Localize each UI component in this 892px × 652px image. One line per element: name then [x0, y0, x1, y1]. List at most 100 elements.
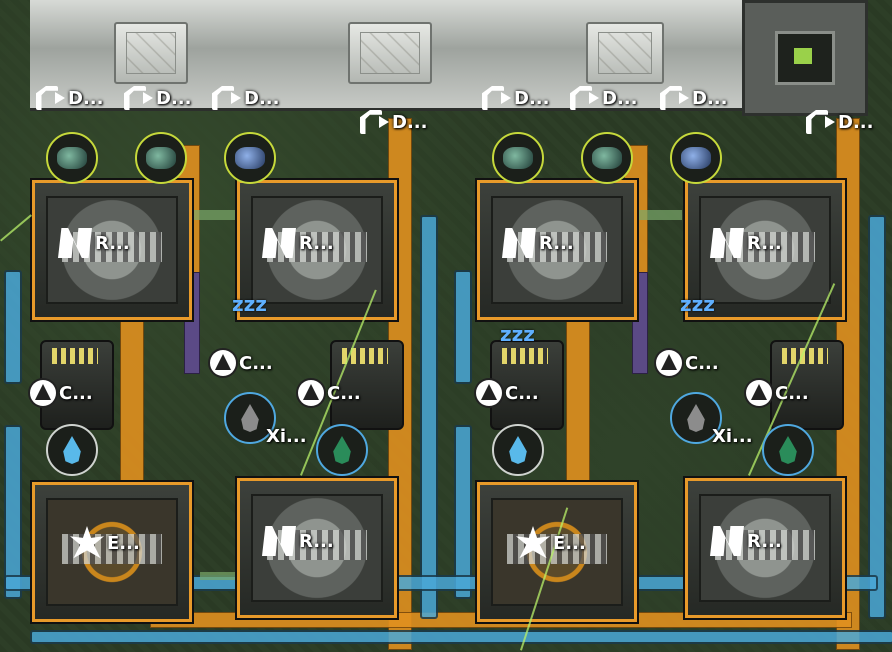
arrow-icon — [825, 116, 835, 128]
ore-filter-ring — [581, 132, 633, 184]
electromagnetic-label-text: E... — [553, 532, 586, 554]
inserter-label[interactable]: D... — [360, 110, 427, 134]
arrow-icon — [55, 92, 65, 104]
recipe-label-text: R... — [747, 232, 782, 254]
xi-label[interactable]: Xi... — [712, 426, 753, 447]
chemical-plant-icon — [656, 350, 682, 376]
recipe-icon — [262, 228, 296, 258]
recipe-label[interactable]: R... — [502, 228, 574, 258]
ore-filter-ring — [46, 132, 98, 184]
filter-inserter-icon — [360, 110, 382, 134]
recipe-label[interactable]: R... — [58, 228, 130, 258]
xi-label-text: Xi... — [712, 426, 753, 447]
roboport[interactable] — [742, 0, 868, 116]
recipe-label[interactable]: R... — [710, 526, 782, 556]
sleep-zzz-icon: zzz — [232, 292, 267, 316]
water-drop-icon — [63, 436, 81, 464]
chemical-plant-icon — [746, 380, 772, 406]
filter-inserter-icon — [36, 86, 58, 110]
belt — [636, 210, 682, 220]
electromagnetic-label[interactable]: E... — [516, 526, 586, 560]
xi-label[interactable]: Xi... — [266, 426, 307, 447]
chest-segment[interactable] — [348, 22, 432, 84]
recipe-label-text: R... — [95, 232, 130, 254]
inserter-label[interactable]: D... — [36, 86, 103, 110]
orange-pipe — [566, 310, 590, 482]
chemical-label[interactable]: C... — [298, 380, 361, 406]
ore-filter-ring — [492, 132, 544, 184]
arrow-icon — [143, 92, 153, 104]
recipe-icon — [710, 526, 744, 556]
fluid-pipe — [4, 270, 22, 384]
filter-inserter-icon — [124, 86, 146, 110]
fluid-ring — [46, 424, 98, 476]
recipe-machine[interactable] — [475, 178, 639, 322]
fluid-ring — [316, 424, 368, 476]
chemical-label-text: C... — [685, 352, 719, 374]
chemical-plant[interactable] — [490, 340, 564, 430]
arrow-icon — [589, 92, 599, 104]
recipe-label-text: R... — [299, 530, 334, 552]
chemical-label[interactable]: C... — [746, 380, 809, 406]
electromagnetic-label[interactable]: E... — [70, 526, 140, 560]
recipe-label[interactable]: R... — [262, 526, 334, 556]
acid-drop-icon — [779, 436, 797, 464]
filter-inserter-icon — [570, 86, 592, 110]
ore-filter-ring — [670, 132, 722, 184]
chemical-label[interactable]: C... — [656, 350, 719, 376]
ore-icon — [592, 147, 622, 169]
ore-filter-ring — [135, 132, 187, 184]
inserter-label[interactable]: D... — [806, 110, 873, 134]
recipe-icon — [58, 228, 92, 258]
recipe-machine[interactable] — [235, 476, 399, 620]
ore-icon — [681, 147, 711, 169]
storage-strip-right — [506, 0, 742, 111]
fluid-ring — [670, 392, 722, 444]
chemical-label[interactable]: C... — [30, 380, 93, 406]
arrow-icon — [501, 92, 511, 104]
fluid-pipe — [420, 215, 438, 619]
inserter-beam — [0, 214, 32, 242]
fluid-ring — [224, 392, 276, 444]
chemical-label[interactable]: C... — [210, 350, 273, 376]
electromagnetic-plant[interactable] — [30, 480, 194, 624]
recipe-icon — [710, 228, 744, 258]
sleep-zzz-icon: zzz — [680, 292, 715, 316]
recipe-machine[interactable] — [683, 476, 847, 620]
recipe-label[interactable]: R... — [262, 228, 334, 258]
chemical-label-text: C... — [775, 382, 809, 404]
inserter-label[interactable]: D... — [660, 86, 727, 110]
inserter-label[interactable]: D... — [570, 86, 637, 110]
filter-inserter-icon — [660, 86, 682, 110]
chemical-label-text: C... — [239, 352, 273, 374]
ore-icon — [146, 147, 176, 169]
inserter-label[interactable]: D... — [482, 86, 549, 110]
ore-icon — [503, 147, 533, 169]
storage-strip-left-b — [268, 0, 508, 111]
electromagnetic-label-text: E... — [107, 532, 140, 554]
acid-drop-icon — [333, 436, 351, 464]
xi-label-text: Xi... — [266, 426, 307, 447]
recipe-label[interactable]: R... — [710, 228, 782, 258]
fluid-ring — [492, 424, 544, 476]
inserter-label[interactable]: D... — [212, 86, 279, 110]
inserter-label-text: D... — [68, 87, 104, 109]
arrow-icon — [379, 116, 389, 128]
inserter-label-text: D... — [838, 111, 874, 133]
fluid-pipe — [4, 425, 22, 599]
heavy-oil-drop-icon — [687, 404, 705, 432]
chest-segment[interactable] — [114, 22, 188, 84]
chemical-plant[interactable] — [770, 340, 844, 430]
recipe-machine[interactable] — [683, 178, 847, 322]
heavy-oil-drop-icon — [241, 404, 259, 432]
water-drop-icon — [509, 436, 527, 464]
inserter-label[interactable]: D... — [124, 86, 191, 110]
chemical-label[interactable]: C... — [476, 380, 539, 406]
electromagnetic-plant[interactable] — [475, 480, 639, 624]
recipe-machine[interactable] — [235, 178, 399, 322]
chest-segment[interactable] — [586, 22, 664, 84]
chemical-label-text: C... — [505, 382, 539, 404]
chemical-plant-icon — [298, 380, 324, 406]
chemical-plant[interactable] — [330, 340, 404, 430]
